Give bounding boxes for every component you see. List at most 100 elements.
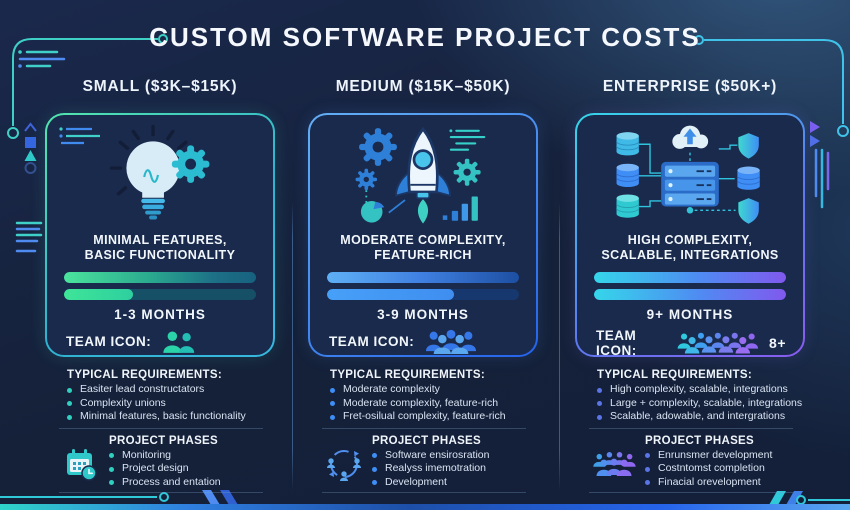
progress-bar-bottom <box>594 289 786 300</box>
requirement-item: Easiter lead constructators <box>67 383 275 397</box>
gear-icon <box>171 145 210 183</box>
phases-title: PROJECT PHASES <box>109 434 219 447</box>
team-row: TEAM ICON: <box>327 328 519 355</box>
phase-item: Enrunsmer development <box>645 449 772 463</box>
phase-item: Finacial orevelopment <box>645 476 772 490</box>
team-row: TEAM ICON: <box>594 328 786 358</box>
card-description: MINIMAL FEATURES, BASIC FUNCTIONALITY <box>84 233 236 262</box>
list-icon <box>59 127 100 145</box>
team-icon <box>163 331 195 353</box>
pricing-card-medium: MODERATE COMPLEXITY, FEATURE-RICH 3-9 MO… <box>308 113 538 357</box>
column-header-medium: MEDIUM ($15K–$50K) <box>335 78 511 95</box>
requirement-item: High complexity, scalable, integrations <box>597 383 805 397</box>
rocket-icon <box>395 126 451 224</box>
duration-label: 3-9 MONTHS <box>377 307 469 322</box>
section-divider <box>59 492 263 493</box>
column-header-small: SMALL ($3K–$15K) <box>82 78 238 95</box>
database-icon <box>616 163 640 188</box>
rays <box>109 124 188 196</box>
phase-item: Process and entation <box>109 476 221 490</box>
duration-label: 9+ MONTHS <box>646 307 734 322</box>
column-enterprise: ENTERPRISE ($50K+) <box>575 70 805 493</box>
requirement-item: Large + complexity, scalable, integratio… <box>597 397 805 411</box>
database-icon <box>736 166 761 190</box>
pricing-card-enterprise-inner: HIGH COMPLEXITY, SCALABLE, INTEGRATIONS … <box>577 115 803 358</box>
right-shapes-decoration <box>810 121 830 209</box>
lightbulb-gear-illustration <box>64 119 256 229</box>
bottom-accent-bar <box>0 504 850 510</box>
left-shapes-decoration <box>24 122 37 174</box>
shield-icon <box>738 198 759 224</box>
pricing-card-enterprise: HIGH COMPLEXITY, SCALABLE, INTEGRATIONS … <box>575 113 805 358</box>
pricing-card-small: MINIMAL FEATURES, BASIC FUNCTIONALITY 1-… <box>45 113 275 357</box>
team-size: 8+ <box>769 335 786 351</box>
server-icon <box>661 161 719 207</box>
cloud-upload-icon <box>672 125 709 149</box>
section-divider <box>322 427 526 429</box>
gear-icon <box>453 158 481 186</box>
progress-bar-top <box>327 272 519 283</box>
requirements-section: TYPICAL REQUIREMENTS: Easiter lead const… <box>45 369 275 424</box>
phase-item: Realyss imemotration <box>372 462 489 476</box>
phase-item: Software ensirosration <box>372 449 489 463</box>
requirement-item: Moderate complexity, feature-rich <box>330 397 538 411</box>
progress-bar-bottom <box>64 289 256 300</box>
pricing-card-small-inner: MINIMAL FEATURES, BASIC FUNCTIONALITY 1-… <box>47 115 273 355</box>
duration-label: 1-3 MONTHS <box>114 307 206 322</box>
calendar-clock-icon <box>61 439 101 490</box>
team-row: TEAM ICON: <box>64 328 256 355</box>
requirement-item: Scalable, adowable, and intergrations <box>597 410 805 424</box>
shield-icon <box>738 133 759 159</box>
node-dot <box>686 207 694 214</box>
list-icon <box>449 129 486 151</box>
bottom-right-flourish <box>769 491 850 505</box>
database-icon <box>616 194 640 218</box>
connector-lines <box>638 143 738 211</box>
section-divider <box>59 427 263 429</box>
card-description: MODERATE COMPLEXITY, FEATURE-RICH <box>340 233 506 262</box>
card-description: HIGH COMPLEXITY, SCALABLE, INTEGRATIONS <box>601 233 779 262</box>
team-label: TEAM ICON: <box>329 334 415 349</box>
requirements-section: TYPICAL REQUIREMENTS: High complexity, s… <box>575 369 805 424</box>
team-label: TEAM ICON: <box>596 328 637 358</box>
gear-icon <box>355 168 378 191</box>
column-separator <box>292 203 293 490</box>
phases-title: PROJECT PHASES <box>645 434 755 447</box>
phase-item: Development <box>372 476 489 490</box>
requirement-item: Fret-osilual complexity, feature-rich <box>330 410 538 424</box>
phases-title: PROJECT PHASES <box>372 434 482 447</box>
requirements-section: TYPICAL REQUIREMENTS: Moderate complexit… <box>308 369 538 424</box>
bar-chart-icon <box>442 196 478 221</box>
column-header-enterprise: ENTERPRISE ($50K+) <box>602 78 778 95</box>
rocket-gears-illustration <box>327 119 519 229</box>
column-medium: MEDIUM ($15K–$50K) <box>308 70 538 493</box>
progress-bar-top <box>594 272 786 283</box>
column-separator <box>559 203 560 490</box>
pricing-card-medium-inner: MODERATE COMPLEXITY, FEATURE-RICH 3-9 MO… <box>310 115 536 355</box>
requirements-title: TYPICAL REQUIREMENTS: <box>597 369 752 381</box>
phase-item: Costntomst completion <box>645 462 772 476</box>
list-icon <box>18 50 66 68</box>
team-icon <box>426 329 477 355</box>
bottom-left-flourish <box>0 490 238 505</box>
pie-chart-icon <box>360 201 385 223</box>
requirement-item: Moderate complexity <box>330 383 538 397</box>
section-divider <box>322 492 526 493</box>
cycle-people-icon <box>324 439 364 490</box>
requirements-title: TYPICAL REQUIREMENTS: <box>330 369 485 381</box>
section-divider <box>589 427 793 429</box>
title-line-right <box>694 35 849 137</box>
crowd-icon <box>591 439 637 490</box>
team-icon <box>677 332 759 354</box>
